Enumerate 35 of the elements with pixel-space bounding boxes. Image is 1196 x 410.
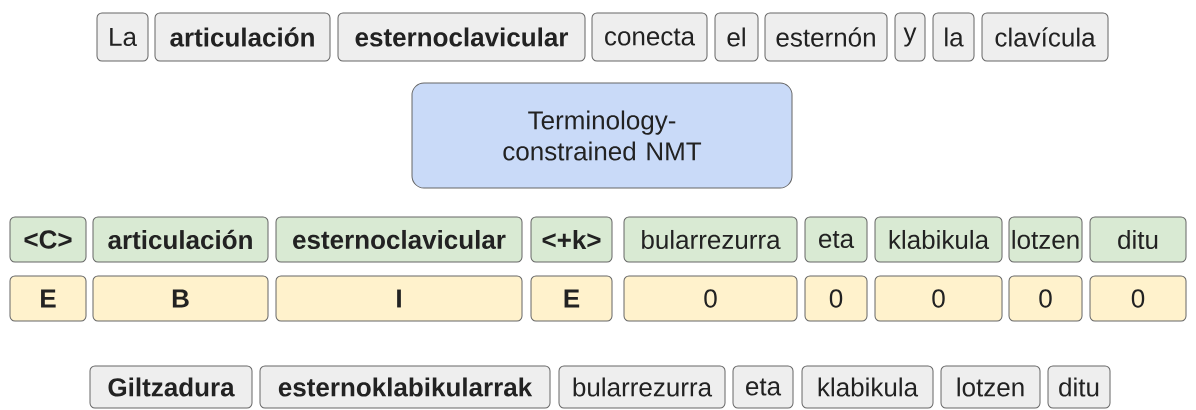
token-box: eta: [804, 216, 868, 263]
word-box: lotzen: [940, 365, 1041, 409]
word-box: clavícula: [981, 12, 1109, 62]
tag-box: E: [530, 275, 613, 322]
token-box: articulación: [92, 216, 269, 263]
word-box: conecta: [591, 12, 708, 62]
word-box: articulación: [154, 12, 331, 62]
tag-box: 0: [874, 275, 1003, 322]
token-box: ditu: [1089, 216, 1187, 263]
tag-box: 0: [623, 275, 798, 322]
tag-box: 0: [1089, 275, 1187, 322]
token-box: lotzen: [1008, 216, 1083, 263]
word-box: ditu: [1047, 365, 1111, 409]
token-box: bularrezurra: [623, 216, 798, 263]
token-box: esternoclavicular: [275, 216, 523, 263]
token-box: klabikula: [874, 216, 1003, 263]
tag-box: E: [9, 275, 87, 322]
tag-box: B: [92, 275, 269, 322]
token-box: <C>: [9, 216, 87, 263]
word-box: esternoklabikularrak: [259, 365, 551, 409]
word-box: esternoclavicular: [337, 12, 586, 62]
word-box: bularrezurra: [558, 365, 726, 409]
word-box: Giltzadura: [89, 365, 253, 409]
tag-box: 0: [804, 275, 868, 322]
word-box: eta: [732, 365, 794, 409]
word-box: esternón: [764, 12, 888, 62]
word-box: la: [932, 12, 975, 62]
word-box: y: [894, 12, 926, 62]
token-box: <+k>: [530, 216, 613, 263]
model-box: Terminology-constrained NMT: [411, 82, 793, 189]
word-box: La: [96, 12, 149, 62]
tag-box: 0: [1008, 275, 1083, 322]
word-box: klabikula: [801, 365, 934, 409]
word-box: el: [714, 12, 759, 62]
tag-box: I: [275, 275, 523, 322]
